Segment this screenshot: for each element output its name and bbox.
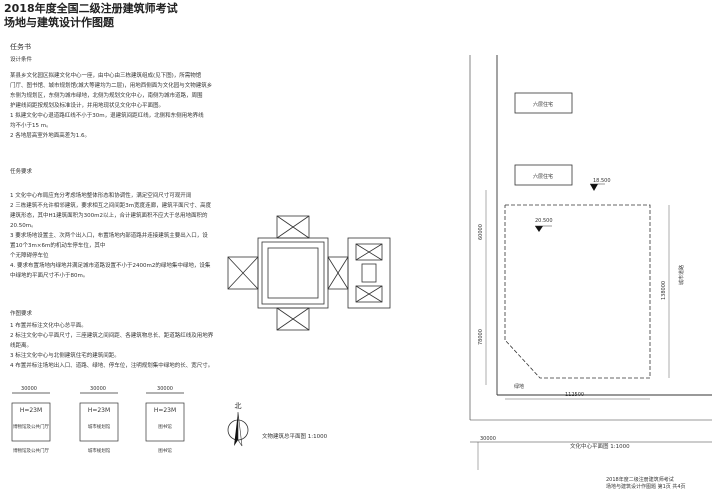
footprint-library-label: 图书馆 [158, 423, 172, 430]
site-plan-scale: 文化中心平面图 1:1000 [570, 442, 630, 450]
dim-78000: 78000 [478, 329, 484, 345]
site-labels: 六层住宅 六层住宅 18.500 20.500 60000 78000 1380… [478, 101, 685, 450]
p2-line: 4. 要求布置场地内绿地并满足城市道路设置不小于2400m2的绿地集中绿地，设集 [10, 263, 211, 269]
house-label-2: 六层住宅 [533, 173, 553, 180]
p3-line: 1 布置并标注文化中心总平面。 [10, 323, 87, 329]
footprint-library-dim: 30000 [157, 386, 173, 392]
p3-line: 线距离。 [10, 343, 33, 349]
task-heading: 任务书 [10, 43, 31, 51]
p1-line: 东侧为规划区，东侧为城市绿地，北侧为规划文化中心，南侧为城市道路，周围 [10, 93, 203, 99]
p3-line: 4 布置并标注场地出入口、道路、绿地、停车位，注明规划集中绿地的长、宽尺寸。 [10, 363, 214, 369]
p1-line: 门厅、图书馆、城市规划馆(城大等建均为二层)，用地西侧面为文化园与文物建筑乡 [10, 83, 213, 89]
p1-line: 护建线间距按规划及标准设计，并用地现状见文化中心平面图。 [10, 103, 165, 109]
east-road-label: 城市道路 [678, 265, 685, 285]
section-drawing: 作图要求 [10, 311, 33, 317]
north-label: 北 [235, 402, 242, 410]
footprint-library-height: H=23M [154, 407, 176, 414]
elevation-1: 18.500 [593, 178, 611, 184]
footprint-museum-dim: 30000 [21, 386, 37, 392]
p1-line: 1 拟建文化中心退道路红线不小于30m，退建筑间距红线，北侧和东侧用地界线 [10, 113, 204, 119]
site-plan [469, 55, 712, 470]
existing-building-plan [227, 215, 391, 331]
p2-line: 20.50m。 [10, 223, 37, 229]
building-footprints: 30000 H=23M 博物馆及公共门厅 博物馆及公共门厅 30000 H=23… [11, 386, 185, 454]
footer-line2: 场地与建筑设计作图题 第1页 共4页 [606, 484, 686, 490]
house-label-1: 六层住宅 [533, 101, 553, 108]
footprint-museum-label: 博物馆及公共门厅 [13, 423, 49, 430]
p1-line: 2 各地层高室外地面高差为1.6。 [10, 133, 90, 139]
dim-60000: 60000 [478, 224, 484, 240]
footprint-library: 30000 H=23M 图书馆 图书馆 [145, 386, 185, 454]
p2-line: 3 要求场地设置主、次两个出入口，布置场地内部道路并连接建筑主要出入口，设 [10, 233, 208, 239]
section-conditions: 设计条件 [10, 57, 33, 63]
p3-line: 2 标注文化中心平面尺寸，三座建筑之间间距、各建筑物总长、距道路红线及用地界 [10, 333, 214, 339]
footprint-planning-caption: 城市规划馆 [88, 447, 111, 454]
footprint-planning-height: H=23M [88, 407, 110, 414]
p1-line: 某县乡文化园区拟建文化中心一座，由中心由三栋建筑组成(见下图)，所需物馆 [10, 73, 202, 79]
p3-line: 3 标注文化中心与北侧建筑住宅的建筑间距。 [10, 353, 120, 359]
footer-line1: 2018年度二级注册建筑师考试 [606, 477, 674, 483]
doc-title-line2: 场地与建筑设计作图题 [4, 16, 114, 29]
p2-line: 1 文化中心布局应充分考虑场地整体形态和协调性，满足空间尺寸可观开阔 [10, 193, 192, 199]
section-requirements: 任务要求 [10, 169, 33, 175]
north-arrow-icon: 北 [227, 402, 249, 447]
footprint-museum: 30000 H=23M 博物馆及公共门厅 博物馆及公共门厅 [11, 386, 51, 454]
p2-line: 置10个3m×6m的机动车停车位，其中 [10, 243, 106, 249]
p1-line: 均不小于15 m。 [10, 123, 52, 129]
p2-line: 个无障碍停车位 [10, 253, 49, 259]
footprint-museum-height: H=23M [20, 407, 42, 414]
footprint-planning-dim: 30000 [90, 386, 106, 392]
footprint-museum-caption: 博物馆及公共门厅 [13, 447, 49, 454]
footprint-planning-label: 城市规划馆 [88, 423, 111, 430]
p2-line: 建筑形态，其中H1建筑面积为300m2以上，合计建筑面积不应大于总用地面积的 [10, 213, 208, 219]
existing-plan-scale: 文物建筑总平面图 1:1000 [262, 432, 328, 440]
footprint-library-caption: 图书馆 [158, 447, 172, 454]
doc-title-line1: 2018年度全国二级注册建筑师考试 [4, 2, 178, 15]
green-label: 绿地 [514, 383, 524, 390]
dim-30000: 30000 [480, 436, 496, 442]
p2-line: 中绿地的平面尺寸不小于80m。 [10, 273, 89, 279]
dim-138000: 138000 [661, 281, 667, 300]
dim-112500: 112500 [565, 392, 584, 398]
footprint-planning: 30000 H=23M 城市规划馆 城市规划馆 [79, 386, 119, 454]
elevation-2: 20.500 [535, 218, 553, 224]
p2-line: 2 三栋建筑不允许相邻建筑，要求相互之间间距3m宽度连廊，建筑平面尺寸、高度 [10, 203, 212, 209]
